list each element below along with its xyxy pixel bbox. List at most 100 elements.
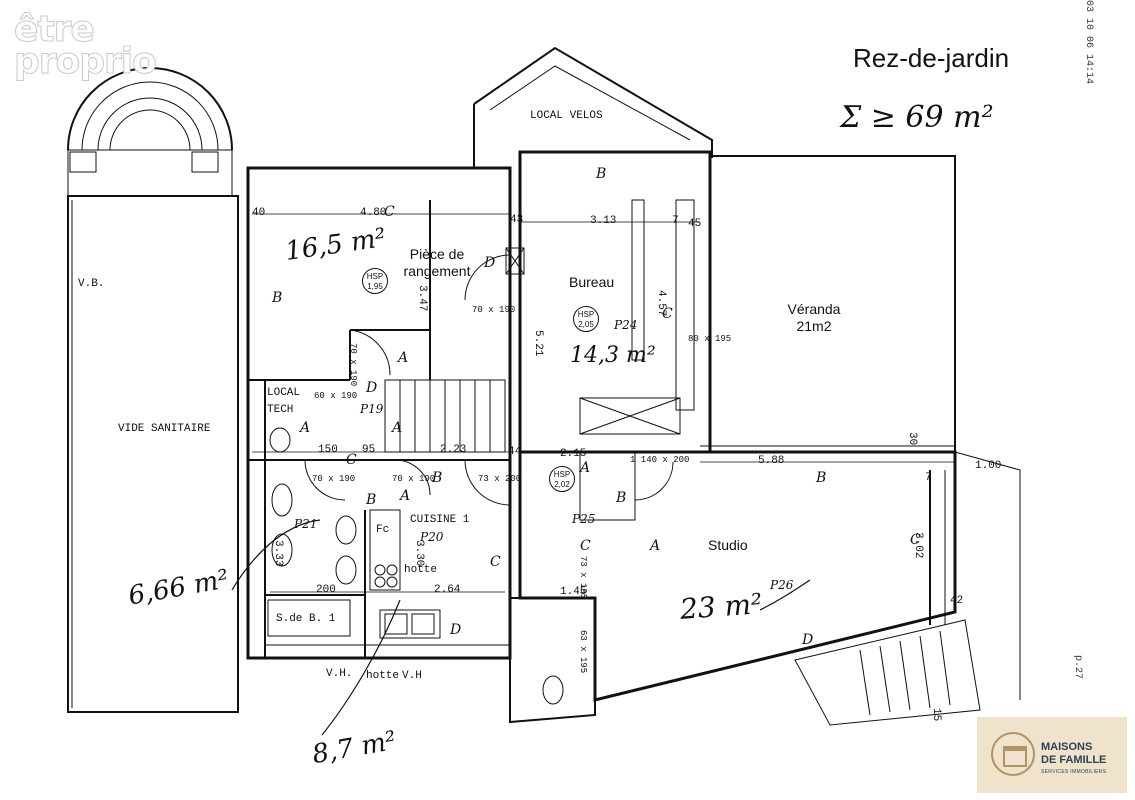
vide-sanitaire-outline bbox=[67, 195, 239, 713]
hsp-value: 2,02 bbox=[554, 480, 570, 489]
hsp-label: HSP bbox=[577, 310, 595, 319]
annotation-p20: P20 bbox=[420, 530, 444, 544]
dimension-label: 45 bbox=[688, 218, 702, 230]
house-emblem-icon bbox=[991, 732, 1035, 776]
total-area-note: Σ ≥ 69 m² bbox=[840, 100, 994, 135]
annotation-letter: B bbox=[616, 490, 627, 506]
annotation-letter: C bbox=[490, 554, 501, 570]
annotation-vh-left: V.H. bbox=[326, 668, 353, 680]
annotation-p25: P25 bbox=[572, 512, 596, 526]
dimension-label: 1.45 bbox=[560, 586, 587, 598]
logo-brand: MAISONS DE FAMILLE bbox=[1041, 741, 1121, 767]
room-piece-de-rangement: Pièce de rangement bbox=[403, 246, 471, 279]
hsp-label: HSP bbox=[553, 470, 571, 479]
page-number: p.27 bbox=[1072, 655, 1083, 680]
room-veranda: Véranda 21m2 bbox=[787, 301, 841, 334]
annotation-letter: A bbox=[392, 420, 403, 436]
dimension-label: 150 bbox=[318, 444, 338, 456]
dimension-label: 4.57 bbox=[655, 290, 667, 317]
hsp-marker-rangement: HSP 1,95 bbox=[362, 268, 388, 294]
door-size: 63 x 195 bbox=[578, 630, 588, 674]
hsp-value: 2,05 bbox=[578, 320, 594, 329]
hsp-value: 1,95 bbox=[367, 282, 383, 291]
annotation-hotte-bottom: hotte bbox=[366, 670, 400, 682]
dimension-label: 5.88 bbox=[758, 455, 785, 467]
logo-brand-line1: MAISONS bbox=[1041, 741, 1093, 753]
door-size: 70 x 190 bbox=[312, 474, 356, 484]
room-salle-de-bain: S.de B. 1 bbox=[276, 613, 336, 625]
annotation-letter: B bbox=[272, 290, 283, 306]
exterior-stair bbox=[794, 619, 981, 726]
annotation-letter: A bbox=[580, 460, 591, 476]
bureau-outline bbox=[518, 150, 712, 454]
room-bureau: Bureau bbox=[569, 274, 615, 290]
annotation-letter: A bbox=[650, 538, 661, 554]
door-size: 1 140 x 200 bbox=[630, 455, 690, 465]
annotation-letter: C bbox=[384, 204, 395, 220]
room-cuisine: CUISINE 1 bbox=[410, 514, 470, 526]
dimension-label: 200 bbox=[316, 584, 336, 596]
room-studio: Studio bbox=[708, 537, 748, 553]
annotation-p21: P21 bbox=[294, 517, 318, 531]
annotation-letter: B bbox=[816, 470, 827, 486]
door-size: 60 x 190 bbox=[314, 391, 358, 401]
annotation-letter: D bbox=[366, 380, 378, 396]
hsp-marker-bureau: HSP 2,05 bbox=[573, 306, 599, 332]
annotation-letter: C bbox=[346, 452, 357, 468]
annotation-letter: B bbox=[366, 492, 377, 508]
dimension-label: 2.15 bbox=[560, 448, 587, 460]
logo-tagline: SERVICES IMMOBILIERS bbox=[1041, 769, 1107, 775]
bay-window-arc bbox=[67, 67, 233, 151]
dimension-label: 40 bbox=[252, 207, 266, 219]
annotation-letter: C bbox=[580, 538, 591, 554]
dimension-label: 43 bbox=[510, 214, 524, 226]
logo-brand-line2: DE FAMILLE bbox=[1041, 754, 1107, 766]
annotation-letter: D bbox=[450, 622, 462, 638]
dimension-label: 2.23 bbox=[440, 444, 467, 456]
dimension-label: 3.47 bbox=[416, 285, 428, 312]
door-size: 70 x 190 bbox=[392, 474, 436, 484]
door-size: 73 x 200 bbox=[478, 474, 522, 484]
dimension-label: 3.02 bbox=[912, 532, 924, 559]
room-vide-sanitaire: VIDE SANITAIRE bbox=[118, 423, 211, 435]
room-local-tech: LOCAL TECH bbox=[267, 387, 301, 416]
dimension-label: 95 bbox=[362, 444, 376, 456]
area-studio: 23 m² bbox=[678, 587, 764, 626]
annotation-p19: P19 bbox=[360, 402, 384, 416]
fax-timestamp: 03 10 06 14:14 bbox=[1083, 0, 1094, 85]
annotation-letter: D bbox=[484, 255, 496, 271]
annotation-letter: A bbox=[400, 488, 411, 504]
plan-title: Rez-de-jardin bbox=[853, 43, 1010, 73]
annotation-hotte-kitchen: hotte bbox=[404, 564, 438, 576]
annotation-letter: A bbox=[300, 420, 311, 436]
annotation-letter: B bbox=[432, 470, 443, 486]
door-size: 70 x 190 bbox=[472, 305, 516, 315]
annotation-fc: Fc bbox=[376, 524, 390, 536]
dimension-label: 3.33 bbox=[272, 540, 284, 567]
dimension-label: 3.30 bbox=[413, 540, 425, 567]
hsp-label: HSP bbox=[366, 272, 384, 281]
hsp-marker-studio: HSP 2,02 bbox=[549, 466, 575, 492]
dimension-label: 4.80 bbox=[360, 207, 387, 219]
door-size: 80 x 195 bbox=[688, 334, 732, 344]
watermark-line1: être bbox=[14, 9, 96, 50]
annotation-letter: B bbox=[596, 166, 607, 182]
annotation-letter: D bbox=[802, 632, 814, 648]
dimension-label: 7 bbox=[925, 472, 932, 484]
annotation-p26: P26 bbox=[770, 578, 794, 592]
dimension-label: 2.64 bbox=[434, 584, 461, 596]
door-size: 73 x 195 bbox=[578, 556, 588, 600]
maisons-de-famille-logo: MAISONS DE FAMILLE SERVICES IMMOBILIERS bbox=[977, 717, 1127, 793]
annotation-letter: C bbox=[662, 306, 673, 322]
annotation-letter: A bbox=[398, 350, 409, 366]
area-bureau: 14,3 m² bbox=[570, 343, 656, 368]
door-size: 70 x 190 bbox=[348, 343, 358, 387]
dimension-label: 15 bbox=[930, 708, 942, 722]
room-local-velos: LOCAL VELOS bbox=[530, 110, 603, 122]
annotation-p24: P24 bbox=[614, 318, 638, 332]
dimension-label: 30 bbox=[906, 432, 918, 446]
watermark-line2: proprio bbox=[14, 41, 158, 82]
local-velos-outline bbox=[473, 104, 511, 200]
dimension-label: 7 bbox=[672, 215, 679, 227]
